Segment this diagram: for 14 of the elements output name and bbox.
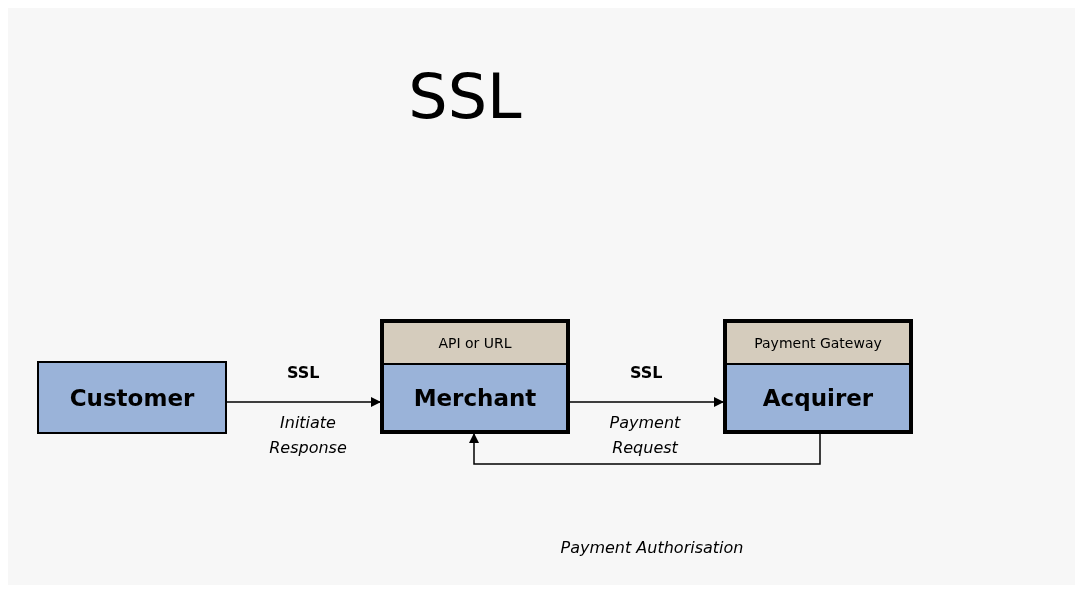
- description-label: Initiate Response: [268, 412, 348, 459]
- arrow: [226, 397, 381, 407]
- description-label: Payment Request: [608, 412, 682, 459]
- entity-box: [380, 319, 570, 434]
- entity-name: Merchant: [412, 383, 538, 413]
- arrow: [469, 433, 821, 465]
- entity-box: [37, 361, 227, 434]
- header-label: API or URL: [384, 323, 566, 365]
- entity-box: [723, 319, 913, 434]
- entity-name: Acquirer: [761, 383, 875, 413]
- header-label: Payment Gateway: [727, 323, 909, 365]
- title: SSL: [407, 60, 523, 133]
- arrow: [569, 397, 724, 407]
- entity-name: Customer: [68, 383, 196, 413]
